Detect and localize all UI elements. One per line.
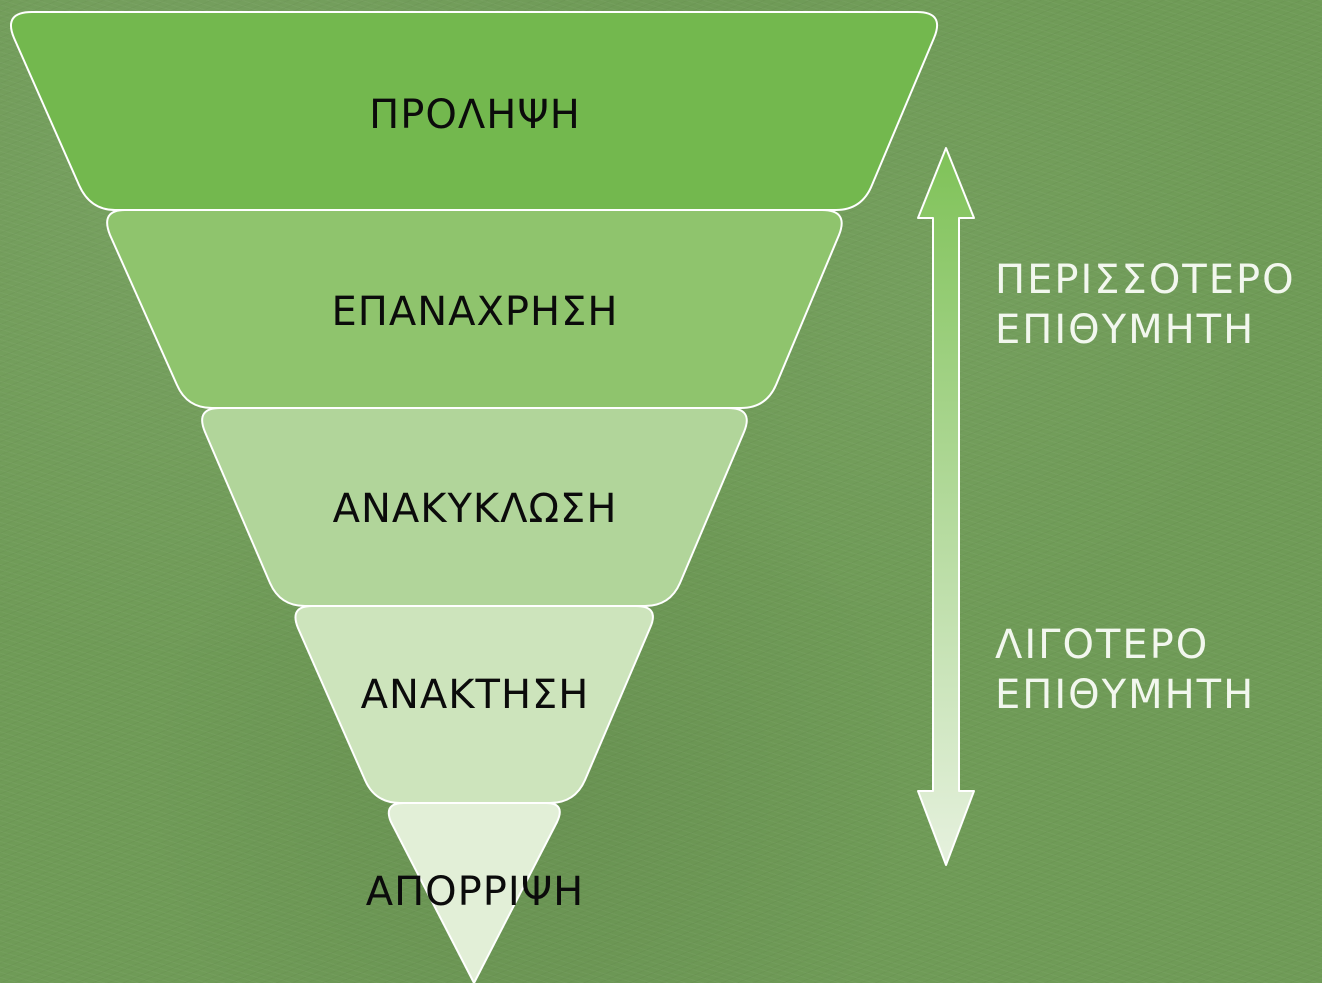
level-recycling-shape bbox=[201, 407, 748, 607]
more-desirable-line2: ΕΠΙΘΥΜΗΤΗ bbox=[995, 307, 1256, 353]
level-recovery-shape bbox=[294, 605, 654, 804]
less-desirable-label: ΛΙΓΟΤΕΡΟ ΕΠΙΘΥΜΗΤΗ bbox=[995, 620, 1255, 720]
less-desirable-line1: ΛΙΓΟΤΕΡΟ bbox=[995, 622, 1210, 668]
level-recycling-label: ΑΝΑΚΥΚΛΩΣΗ bbox=[333, 486, 618, 532]
less-desirable-line2: ΕΠΙΘΥΜΗΤΗ bbox=[995, 672, 1256, 718]
more-desirable-label: ΠΕΡΙΣΣΟΤΕΡΟ ΕΠΙΘΥΜΗΤΗ bbox=[995, 255, 1296, 355]
level-disposal-shape bbox=[387, 802, 561, 983]
level-reuse-label: ΕΠΑΝΑΧΡΗΣΗ bbox=[332, 289, 619, 335]
double-arrow-icon bbox=[917, 147, 975, 866]
level-recovery-label: ΑΝΑΚΤΗΣΗ bbox=[361, 672, 590, 718]
level-reuse-shape bbox=[106, 209, 843, 409]
level-disposal-label: ΑΠΟΡΡΙΨΗ bbox=[366, 869, 585, 915]
level-prevention-label: ΠΡΟΛΗΨΗ bbox=[369, 92, 581, 138]
more-desirable-line1: ΠΕΡΙΣΣΟΤΕΡΟ bbox=[995, 257, 1296, 303]
level-prevention-shape bbox=[10, 11, 939, 211]
